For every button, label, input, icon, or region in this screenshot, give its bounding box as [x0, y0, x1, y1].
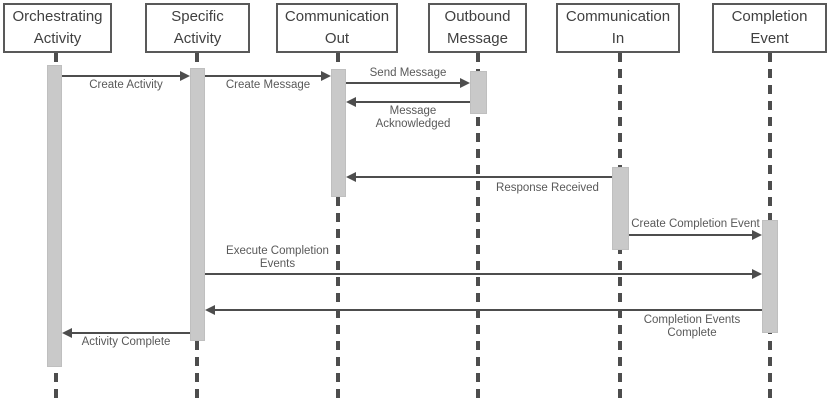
message-line — [205, 75, 323, 77]
message-label: Response Received — [496, 182, 599, 194]
message-line — [62, 75, 182, 77]
message-line — [354, 176, 612, 178]
actor-box-outbound-message: Outbound Message — [428, 3, 527, 53]
message-label: Message Acknowledged — [375, 105, 451, 130]
arrowhead-right-icon — [460, 78, 470, 88]
message-line — [629, 234, 754, 236]
activation-communication-in — [612, 167, 629, 250]
arrowhead-right-icon — [752, 230, 762, 240]
activation-specific-activity — [190, 68, 205, 341]
message-label: Completion Events Complete — [643, 314, 741, 339]
arrowhead-left-icon — [205, 305, 215, 315]
message-label: Create Activity — [89, 79, 163, 91]
activation-outbound-message — [470, 71, 487, 114]
lifeline-outbound-message — [476, 53, 480, 400]
message-label: Create Message — [225, 79, 311, 91]
arrowhead-right-icon — [752, 269, 762, 279]
lifeline-communication-out — [336, 53, 340, 400]
message-label: Activity Complete — [81, 336, 171, 348]
actor-box-communication-out: Communication Out — [276, 3, 398, 53]
message-label: Send Message — [369, 67, 447, 79]
activation-orchestrating-activity — [47, 65, 62, 367]
arrowhead-right-icon — [180, 71, 190, 81]
actor-box-specific-activity: Specific Activity — [145, 3, 250, 53]
actor-box-completion-event: Completion Event — [712, 3, 827, 53]
arrowhead-left-icon — [346, 172, 356, 182]
message-line — [205, 273, 754, 275]
message-line — [354, 101, 470, 103]
message-label: Create Completion Event — [631, 218, 760, 230]
arrowhead-right-icon — [321, 71, 331, 81]
activation-communication-out — [331, 69, 346, 197]
message-line — [346, 82, 462, 84]
message-label: Execute Completion Events — [226, 245, 329, 270]
message-line — [70, 332, 190, 334]
activation-completion-event — [762, 220, 778, 333]
actor-box-orchestrating-activity: Orchestrating Activity — [3, 3, 112, 53]
actor-box-communication-in: Communication In — [556, 3, 680, 53]
arrowhead-left-icon — [62, 328, 72, 338]
message-line — [213, 309, 762, 311]
arrowhead-left-icon — [346, 97, 356, 107]
